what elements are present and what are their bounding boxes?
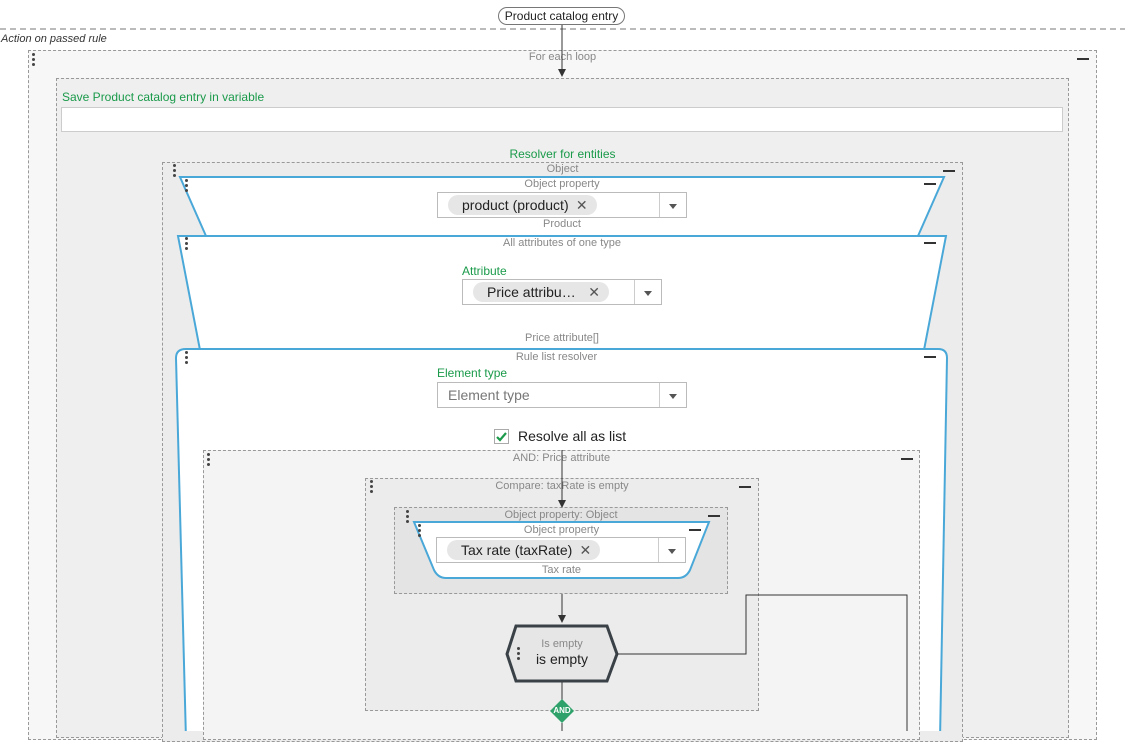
and-node-label: AND bbox=[553, 706, 571, 715]
object-property-title: Object property bbox=[524, 178, 600, 190]
close-icon[interactable]: ✕ bbox=[588, 284, 600, 300]
drag-handle-icon[interactable] bbox=[370, 480, 374, 494]
attribute-chip: Price attribu…✕ bbox=[473, 282, 609, 302]
source-pill[interactable]: Product catalog entry bbox=[498, 7, 625, 25]
drag-handle-icon[interactable] bbox=[185, 237, 189, 251]
object-property-output: Product bbox=[543, 218, 581, 230]
object-property-chip: product (product)✕ bbox=[448, 195, 597, 215]
collapse-icon[interactable] bbox=[901, 458, 913, 460]
drag-handle-icon[interactable] bbox=[185, 179, 189, 193]
save-variable-label: Save Product catalog entry in variable bbox=[62, 90, 265, 104]
source-pill-label: Product catalog entry bbox=[504, 9, 619, 23]
save-variable-input[interactable] bbox=[61, 107, 1063, 132]
drag-handle-icon[interactable] bbox=[517, 647, 521, 661]
element-type-select[interactable]: Element type bbox=[437, 382, 687, 408]
collapse-icon[interactable] bbox=[924, 183, 936, 185]
action-label: Action on passed rule bbox=[1, 33, 107, 45]
object-property-select[interactable]: product (product)✕ bbox=[437, 192, 687, 218]
attribute-label: Attribute bbox=[462, 264, 507, 278]
drag-handle-icon[interactable] bbox=[207, 453, 211, 467]
element-type-placeholder: Element type bbox=[448, 387, 530, 403]
chevron-down-icon[interactable] bbox=[659, 383, 686, 407]
checkmark-icon bbox=[496, 432, 507, 442]
drag-handle-icon[interactable] bbox=[185, 351, 189, 365]
object-property-inner-title: Object property bbox=[523, 524, 600, 536]
object-label: Object bbox=[546, 163, 579, 175]
drag-handle-icon[interactable] bbox=[173, 164, 177, 178]
chevron-down-icon[interactable] bbox=[659, 193, 686, 217]
is-empty-title: Is empty bbox=[541, 638, 583, 650]
is-empty-node[interactable] bbox=[505, 624, 619, 683]
close-icon[interactable]: ✕ bbox=[575, 197, 588, 213]
collapse-icon[interactable] bbox=[924, 242, 936, 244]
and-block-title: AND: Price attribute bbox=[512, 452, 611, 464]
tax-rate-chip: Tax rate (taxRate)✕ bbox=[447, 540, 601, 560]
resolve-all-label: Resolve all as list bbox=[518, 428, 627, 444]
close-icon[interactable]: ✕ bbox=[579, 542, 592, 558]
attribute-select[interactable]: Price attribu…✕ bbox=[462, 279, 662, 305]
object-property-object-title: Object property: Object bbox=[504, 509, 618, 521]
resolve-all-checkbox[interactable] bbox=[494, 429, 509, 444]
rule-list-title: Rule list resolver bbox=[515, 351, 598, 363]
all-attributes-title: All attributes of one type bbox=[502, 237, 621, 249]
chevron-down-icon[interactable] bbox=[634, 280, 661, 304]
and-node[interactable] bbox=[550, 699, 574, 723]
collapse-icon[interactable] bbox=[689, 529, 701, 531]
all-attributes-output: Price attribute[] bbox=[525, 332, 599, 344]
collapse-icon[interactable] bbox=[708, 515, 720, 517]
collapse-icon[interactable] bbox=[924, 356, 936, 358]
collapse-icon[interactable] bbox=[739, 486, 751, 488]
drag-handle-icon[interactable] bbox=[418, 524, 422, 538]
chevron-down-icon[interactable] bbox=[658, 538, 685, 562]
resolver-title: Resolver for entities bbox=[509, 147, 616, 161]
drag-handle-icon[interactable] bbox=[32, 53, 36, 67]
collapse-icon[interactable] bbox=[943, 170, 955, 172]
element-type-label: Element type bbox=[437, 366, 508, 380]
tax-rate-output: Tax rate bbox=[541, 564, 582, 576]
is-empty-value: is empty bbox=[535, 651, 589, 667]
collapse-icon[interactable] bbox=[1077, 58, 1089, 60]
drag-handle-icon[interactable] bbox=[406, 510, 410, 524]
tax-rate-select[interactable]: Tax rate (taxRate)✕ bbox=[436, 537, 686, 563]
